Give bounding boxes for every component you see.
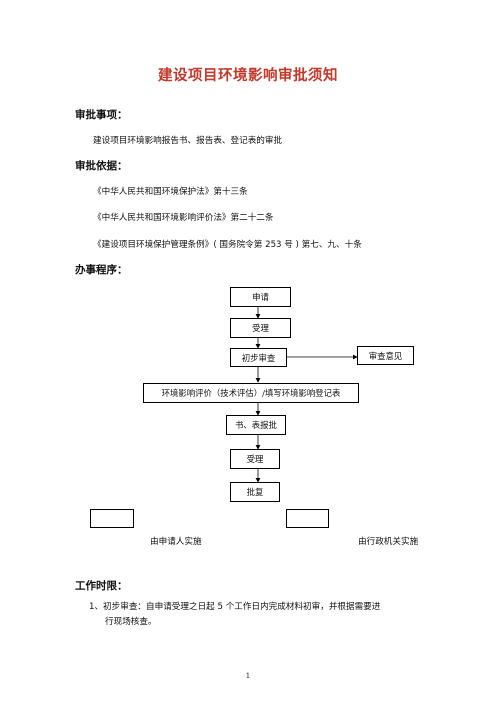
- procedure-heading: 办事程序：: [75, 264, 128, 276]
- basis-item: 《中华人民共和国环境影响评价法》第二十二条: [93, 213, 274, 223]
- flow-step-submit: 书、表报批: [226, 415, 286, 435]
- legend-applicant-label: 由申请人实施: [150, 537, 202, 547]
- legend-authority-label: 由行政机关实施: [358, 537, 419, 547]
- basis-item: 《中华人民共和国环境保护法》第十三条: [93, 187, 248, 197]
- basis-heading: 审批依据：: [75, 160, 128, 172]
- flow-step-accept-2: 受理: [230, 449, 280, 469]
- flow-step-review-opinion: 审查意见: [357, 346, 414, 365]
- flow-step-assessment: 环境影响评价（技术评估）/填写环境影响登记表: [143, 383, 359, 403]
- time-limit-heading: 工作时限：: [75, 580, 128, 592]
- page-title: 建设项目环境影响审批须知: [158, 68, 338, 84]
- page-number: 1: [245, 672, 251, 680]
- legend-authority-swatch: [286, 509, 329, 528]
- flow-step-initial-review: 初步审查: [230, 348, 287, 367]
- time-limit-item-line: 行现场核查。: [105, 617, 157, 627]
- legend-applicant-swatch: [90, 509, 134, 528]
- time-limit-item-line: 1、初步审查：自申请受理之日起 5 个工作日内完成材料初审，并根据需要进: [89, 602, 381, 612]
- matters-heading: 审批事项：: [75, 109, 128, 121]
- basis-item: 《建设项目环境保护管理条例》( 国务院令第 253 号 ) 第七、九、十条: [93, 240, 362, 250]
- flow-step-apply: 申请: [230, 287, 291, 307]
- flow-step-approve: 批复: [230, 482, 280, 502]
- matters-text: 建设项目环境影响报告书、报告表、登记表的审批: [93, 136, 283, 146]
- flow-step-accept: 受理: [230, 318, 291, 338]
